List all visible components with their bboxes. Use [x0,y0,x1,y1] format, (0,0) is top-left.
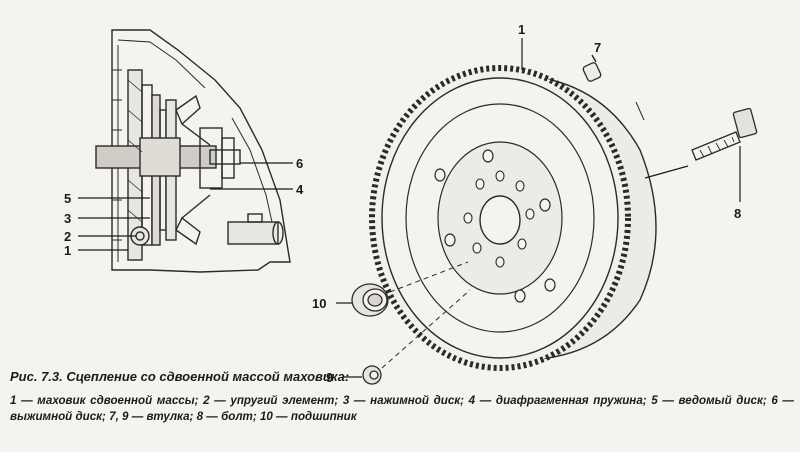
caption-title: Рис. 7.3. Сцепление со сдвоенной массой … [10,369,350,384]
callout-6: 6 [296,156,303,171]
bolt-part [691,107,758,202]
bearing-part [336,261,469,317]
left-leader-lines [78,162,293,251]
callout-1-flywheel: 1 [518,22,525,37]
callout-2: 2 [64,229,71,244]
flywheel-view [369,65,689,371]
figure-caption: Рис. 7.3. Сцепление со сдвоенной массой … [10,368,794,425]
clutch-section-view [95,29,291,273]
callout-1-section: 1 [64,243,71,258]
sleeve-part-bottom [344,289,471,385]
callout-8: 8 [734,206,741,221]
callout-10: 10 [312,296,326,311]
sleeve-part-top [582,54,602,82]
callout-5: 5 [64,191,71,206]
caption-legend: 1 — маховик сдвоенной массы; 2 — упругий… [10,394,794,423]
callout-9: 9 [326,370,333,385]
callout-4: 4 [296,182,304,197]
callout-7: 7 [594,40,601,55]
callout-3: 3 [64,211,71,226]
